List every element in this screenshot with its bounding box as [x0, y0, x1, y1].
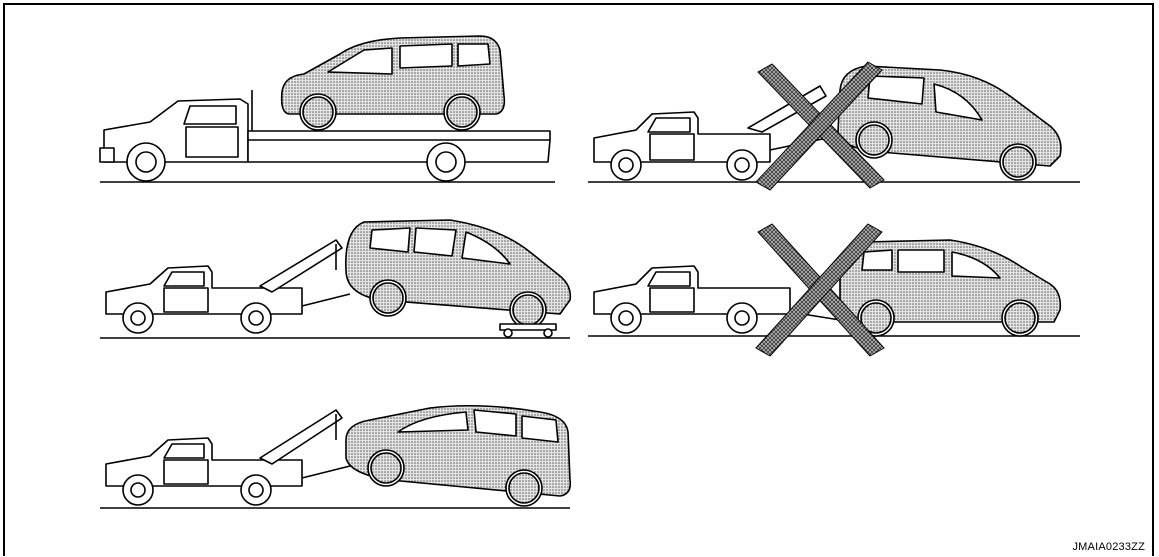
cross-out-x-icon [755, 61, 885, 191]
tow-truck-cab [105, 437, 303, 487]
tow-truck-cab [593, 265, 791, 315]
truck-front-wheel [122, 474, 154, 506]
panel-flatbed-carrier [99, 35, 555, 183]
truck-front-wheel [610, 302, 642, 334]
truck-rear-wheel [240, 474, 272, 506]
van-front-wheel [857, 299, 895, 337]
van-front-wheel [369, 279, 407, 317]
truck-front-wheel [610, 149, 642, 181]
truck-rear-wheel [726, 149, 758, 181]
panel-front-wheel-lift [100, 404, 572, 509]
flatbed-deck [247, 130, 551, 163]
truck-rear-wheel [426, 142, 466, 182]
van-front-wheel [367, 449, 405, 487]
van-rear-wheel [509, 291, 547, 329]
panel-rear-wheel-lift [588, 61, 1080, 191]
wheel-dolly [499, 323, 557, 338]
tow-boom [259, 409, 343, 465]
van-front-wheel [855, 121, 893, 159]
van-rear-wheel [999, 143, 1037, 181]
diagram-frame [3, 3, 1154, 556]
panel-sling-rear [588, 223, 1080, 357]
truck-front-wheel [122, 302, 154, 334]
van-rear-wheel [505, 469, 543, 507]
truck-door [185, 126, 239, 158]
tow-boom [259, 239, 343, 293]
panel-front-lift-with-dollies [100, 219, 572, 339]
cross-out-x-icon [755, 223, 885, 357]
truck-rear-wheel [240, 302, 272, 334]
van-front-wheel [299, 93, 337, 131]
truck-rear-wheel [726, 302, 758, 334]
van-rear-wheel [1001, 299, 1039, 337]
figure-code: JMAIA0233ZZ [1072, 541, 1145, 553]
tow-truck-cab [103, 98, 249, 163]
van-rear-wheel [443, 93, 481, 131]
truck-front-wheel [126, 142, 166, 182]
tow-truck-cab [593, 111, 771, 163]
tow-truck-cab [105, 265, 303, 315]
